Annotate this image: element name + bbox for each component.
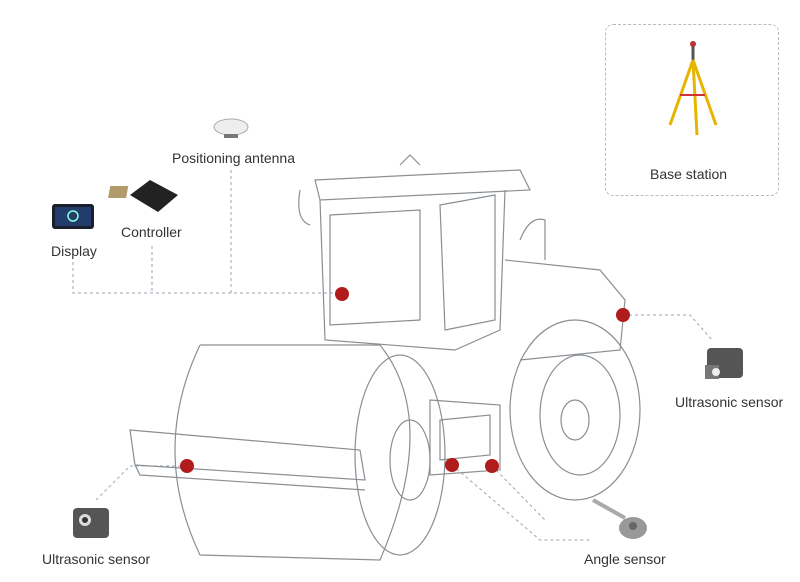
leader-angle-1 <box>451 464 590 541</box>
leader-ultrasonic-left <box>95 465 187 501</box>
ultrasonic-sensor-left-icon <box>73 508 109 538</box>
label-controller: Controller <box>121 224 182 240</box>
marker-angle-1 <box>445 458 459 472</box>
label-display: Display <box>51 243 97 259</box>
base-station-panel <box>605 24 779 196</box>
label-angle-sensor: Angle sensor <box>584 551 666 567</box>
marker-angle-2 <box>485 459 499 473</box>
leader-ultrasonic-right <box>623 314 713 341</box>
positioning-antenna-icon <box>213 118 249 138</box>
label-ultrasonic-sensor-right: Ultrasonic sensor <box>675 394 784 410</box>
controller-icon <box>108 180 178 212</box>
road-roller-illustration <box>129 154 641 561</box>
leader-lines <box>72 170 713 541</box>
label-positioning-antenna: Positioning antenna <box>172 150 295 166</box>
label-ultrasonic-sensor-left: Ultrasonic sensor <box>42 551 151 567</box>
marker-rear-ultrasonic <box>616 308 630 322</box>
angle-sensor-icon <box>592 498 647 539</box>
marker-front-ultrasonic <box>180 459 194 473</box>
label-base-station: Base station <box>650 166 728 182</box>
marker-cab <box>335 287 349 301</box>
display-icon <box>52 204 94 229</box>
leader-display <box>72 262 342 294</box>
leader-angle-2 <box>491 465 546 521</box>
base-station-tripod-icon <box>668 41 718 136</box>
ultrasonic-sensor-right-icon <box>705 348 743 379</box>
sensor-markers <box>180 287 630 473</box>
